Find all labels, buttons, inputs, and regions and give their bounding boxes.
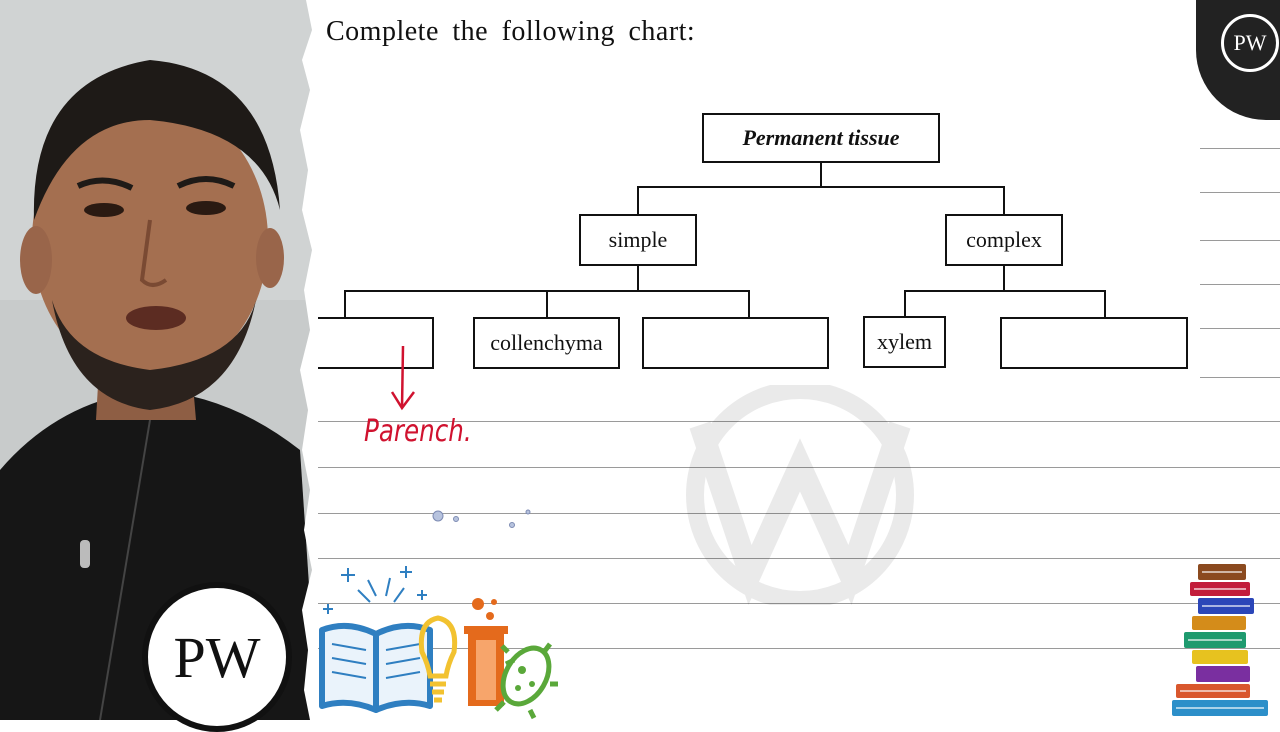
pen-dots — [432, 509, 531, 528]
box-collenchyma: collenchyma — [473, 317, 620, 369]
paper-rule — [1200, 240, 1280, 241]
connector — [904, 290, 906, 318]
connector — [637, 264, 639, 292]
connector — [344, 290, 346, 318]
paper-rule — [318, 513, 1280, 514]
presenter-video — [0, 0, 318, 720]
box-simple-child-3-empty — [642, 317, 829, 369]
question-text: Complete the following chart: — [326, 16, 696, 47]
root-box-permanent-tissue: Permanent tissue — [702, 113, 940, 163]
box-simple: simple — [579, 214, 697, 266]
box-complex: complex — [945, 214, 1063, 266]
connector — [1003, 264, 1005, 292]
handwritten-answer: Parench. — [364, 414, 472, 449]
connector — [820, 162, 822, 188]
paper-rule — [1200, 377, 1280, 378]
connector — [748, 290, 750, 318]
paper-rule — [318, 467, 1280, 468]
watermark-logo — [686, 385, 914, 605]
paper-rule — [318, 558, 1280, 559]
paper-rule — [318, 421, 1280, 422]
paper-rule — [1200, 328, 1280, 329]
connector — [1104, 290, 1106, 318]
paper-rule — [1200, 148, 1280, 149]
pw-big-logo-icon: PW — [142, 582, 292, 732]
connector — [546, 290, 548, 318]
connector — [637, 186, 1005, 188]
books-stack-illustration — [1172, 564, 1268, 716]
presenter-figure — [0, 0, 318, 720]
connector — [1003, 186, 1005, 216]
education-illustration — [319, 566, 558, 720]
box-complex-child-2-empty — [1000, 317, 1188, 369]
pw-logo-icon: PW — [1221, 14, 1279, 72]
box-simple-child-1-empty — [312, 317, 434, 369]
connector — [904, 290, 1106, 292]
box-xylem: xylem — [863, 316, 946, 368]
paper-rule — [1200, 192, 1280, 193]
paper-rule — [318, 648, 1280, 649]
arrow-down-icon — [390, 345, 415, 411]
paper-rule — [318, 603, 1280, 604]
torn-edge — [300, 0, 318, 720]
connector — [637, 186, 639, 216]
paper-rule — [1200, 284, 1280, 285]
